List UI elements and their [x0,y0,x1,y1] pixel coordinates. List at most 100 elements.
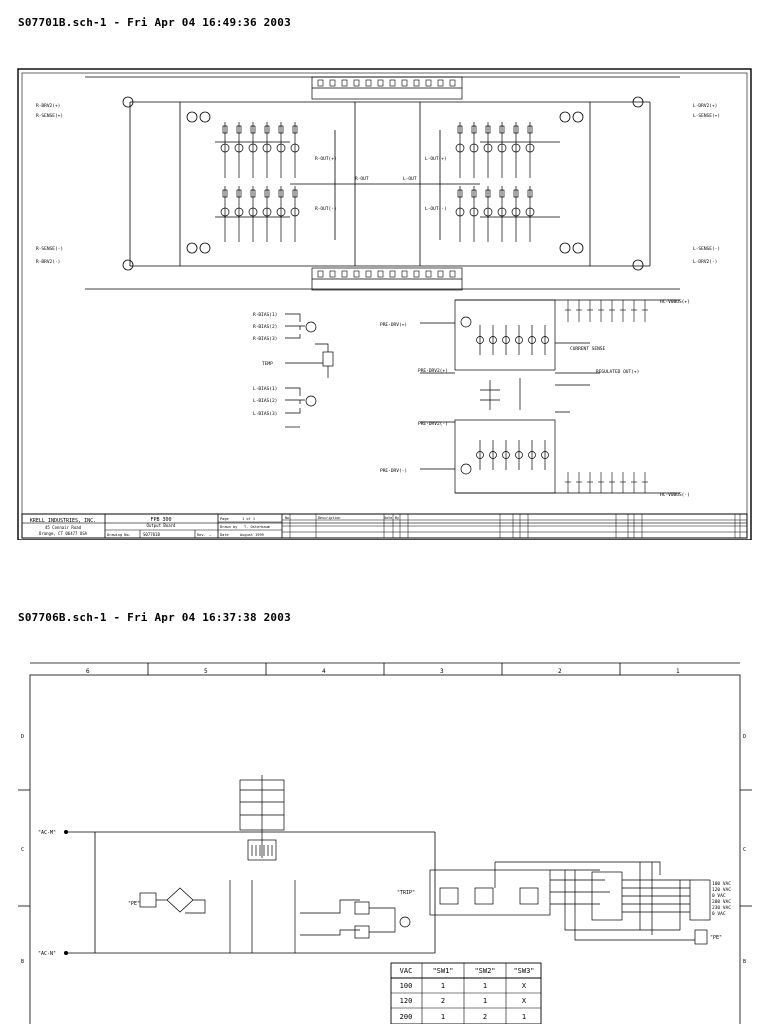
vac-tap: 0 VAC [712,893,726,899]
emitter-resistor [513,189,519,198]
predrive-section [420,299,680,494]
vac-tap: 120 VAC [712,887,731,893]
emitter-resistor [236,125,242,134]
zone-label: 2 [558,668,562,675]
voltage-selector [429,861,711,945]
rail-resistor [413,79,420,87]
pe-label: "PE" [128,901,140,907]
emitter-resistor [471,125,477,134]
page-value: 1 of 1 [242,517,255,521]
predrive-transistors [476,325,549,470]
net-label: L-OUT(+) [425,156,447,162]
date-label: Date [220,533,229,537]
net-label: PRE-DRV(+) [380,322,407,328]
sheet1-inner-border [21,72,748,524]
bias-label: R-BIAS(1) [253,312,277,318]
table-cell: 1 [522,1013,526,1021]
ac-wiring [64,829,436,955]
ac-n-label: "AC-N" [38,951,56,957]
net-label: L-OUT [403,176,417,182]
rev-label: Rev. [197,533,206,537]
table-cell: 1 [483,982,487,990]
net-label: L-SENSE(+) [693,113,720,119]
rail-resistor [365,270,372,278]
emitter-resistor [222,125,228,134]
drawing-title: FPB 300 [150,517,171,523]
rail-resistor [437,79,444,87]
rail-resistor [329,79,336,87]
table-cell: 1 [441,982,445,990]
supply-labels: HC-V0BUS(+) HC-V0BUS(-) PRE-DRV(+) PRE-D… [380,299,690,498]
zone-labels-top: 6 5 4 3 2 1 [86,668,680,675]
emitter-resistor [485,125,491,134]
emitter-resistor [264,189,270,198]
net-label: CURRENT SENSE [570,346,606,352]
vac-tap: 100 VAC [712,881,731,887]
zone-side-ticks [18,789,752,907]
sheet2-schematic: 6 5 4 3 2 1 D C B D C B "AC-M" "AC-N" "T… [18,662,752,1024]
net-labels-right: L-DRV2(+) L-SENSE(+) L-SENSE(-) L-DRV2(-… [403,103,720,265]
emitter-resistor [292,125,298,134]
drawing-subtitle: Output Board [147,523,176,528]
vac-tap: 0 VAC [712,911,726,917]
emitter-resistor [499,189,505,198]
rail-resistor [377,270,384,278]
date-value: August 1999 [240,533,264,537]
net-label: REGULATED OUT(+) [596,369,639,375]
emitter-resistor [222,189,228,198]
drive-transistors [122,96,644,271]
net-label: HC-V0BUS(+) [660,299,690,305]
rail-resistor [401,79,408,87]
table-cell: 100 [400,982,413,990]
emitter-resistor [278,125,284,134]
trip-label: "TRIP" [397,890,415,896]
zone-ruler [30,662,740,675]
table-cell: 200 [400,1013,413,1021]
drawn-value: T. Osterbaum [244,525,270,529]
bias-label: L-BIAS(3) [253,411,277,417]
title-block: KRELL INDUSTRIES, INC. 45 Connair Road O… [21,513,748,539]
company-city: Orange, CT 06477 USA [39,531,88,536]
rail-resistor [425,270,432,278]
table-cell: X [522,982,527,990]
table-cell: 1 [441,1013,445,1021]
net-label: HC-V0BUS(-) [660,492,690,498]
rail-resistor [341,79,348,87]
rail-resistor [365,79,372,87]
rail-resistor [401,270,408,278]
zone-label: C [743,847,746,853]
rail-resistor [377,79,384,87]
emitter-resistor [485,189,491,198]
vac-tap-labels: 100 VAC 120 VAC 0 VAC 200 VAC 230 VAC 0 … [712,881,731,917]
net-label: R-SENSE(+) [36,113,63,119]
net-label: R-OUT(+) [315,156,337,162]
rail-resistors [317,79,456,278]
net-label: R-BRV2(-) [36,259,60,265]
zone-label: D [743,734,746,740]
net-label: PRE-DRV2(+) [418,368,448,374]
table-header: VAC [400,967,413,975]
table-header: "SW1" [432,967,453,975]
emitter-resistor [264,125,270,134]
zone-label: B [21,959,24,965]
emitter-resistor [527,189,533,198]
sheet2-header: S07706B.sch-1 - Fri Apr 04 16:37:38 2003 [18,611,291,624]
bias-label: R-BIAS(3) [253,336,277,342]
rail-resistor [449,270,456,278]
emitter-resistor [513,125,519,134]
zone-label: 5 [204,668,208,675]
emitter-resistor [250,125,256,134]
table-cell: 120 [400,997,413,1005]
net-label: R-OUT(-) [315,206,337,212]
rail-resistor [449,79,456,87]
drawn-label: Drawn by [220,525,238,529]
net-label: R-OUT [355,176,369,182]
rev-col-by: By [395,516,399,520]
bias-label: R-BIAS(2) [253,324,277,330]
emitter-resistor [457,125,463,134]
zone-labels-side: D C B D C B [21,734,746,965]
rail-resistor [353,270,360,278]
table-cell: 1 [483,997,487,1005]
emitter-resistor [471,189,477,198]
table-header: "SW3" [513,967,534,975]
